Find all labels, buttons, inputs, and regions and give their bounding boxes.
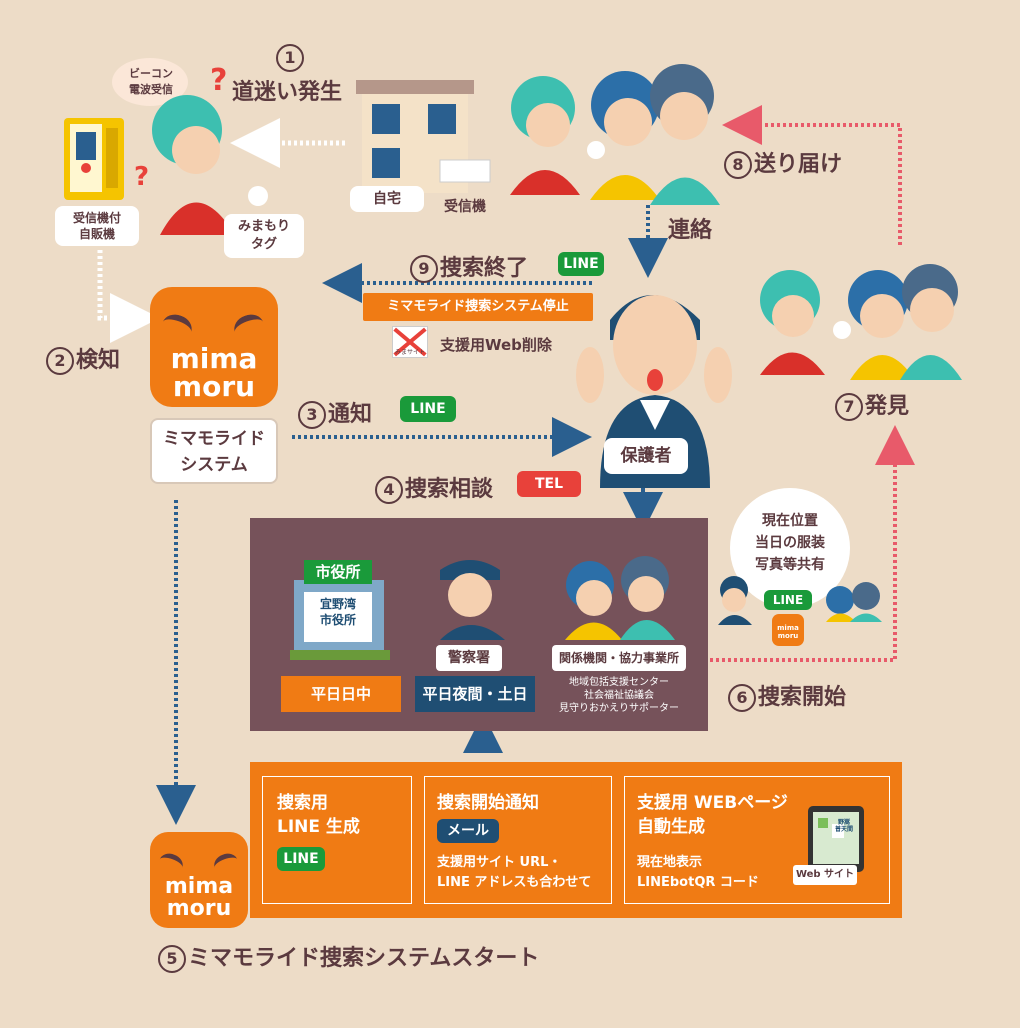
lost-grandma-illustration: ? ? bbox=[134, 63, 268, 235]
step-7-number: 7 bbox=[835, 393, 863, 421]
beacon-label: ビーコン 電波受信 bbox=[129, 67, 173, 96]
panel-col-mail: 捜索開始通知 メール 支援用サイト URL・ LINE アドレスも合わせて bbox=[424, 776, 612, 904]
share-text: 現在位置 当日の服装 写真等共有 bbox=[755, 513, 825, 573]
logo-text-top: mima bbox=[170, 342, 258, 375]
mail-badge: メール bbox=[437, 819, 499, 843]
web-delete-icon-text: みまサイト bbox=[395, 349, 426, 356]
step-4-number: 4 bbox=[375, 476, 403, 504]
mini-logo: mima moru bbox=[772, 614, 804, 646]
svg-text:?: ? bbox=[210, 63, 227, 98]
step-4-label: 捜索相談 bbox=[405, 477, 494, 502]
vending-machine-illustration bbox=[64, 118, 124, 200]
tel-badge: TEL bbox=[517, 471, 581, 497]
step-6-number: 6 bbox=[728, 684, 756, 712]
receiver-label: 受信機 bbox=[444, 199, 486, 215]
police-label: 警察署 bbox=[436, 645, 502, 671]
logo-small-eyebrow-left bbox=[156, 850, 186, 877]
step-2-label: 検知 bbox=[76, 348, 121, 373]
home-label: 自宅 bbox=[350, 186, 424, 212]
arrow-deliver bbox=[722, 105, 902, 245]
tablet-map-text: 野嵩 普天間 bbox=[834, 819, 853, 833]
system-start-panel bbox=[250, 762, 902, 918]
step-9-number: 9 bbox=[410, 255, 438, 283]
panel-col-web: 支援用 WEBページ 自動生成 現在地表示 LINEbotQR コード 野嵩 普… bbox=[624, 776, 890, 904]
logo-small-text-top: mima bbox=[164, 874, 234, 899]
web-delete-label: 支援用Web削除 bbox=[440, 336, 552, 354]
arrow-vending-to-system bbox=[97, 250, 160, 343]
step-7-label: 発見 bbox=[865, 394, 910, 419]
panel-col-mail-title: 捜索開始通知 bbox=[437, 793, 539, 813]
step-2-number: 2 bbox=[46, 347, 74, 375]
share-bubble bbox=[730, 488, 850, 608]
city-hall-sign: 市役所 bbox=[315, 563, 361, 581]
police-officer-illustration bbox=[440, 560, 505, 640]
share-people-illustration bbox=[718, 576, 882, 625]
step-5-label: ミマモライド捜索システムスタート bbox=[188, 946, 540, 971]
line-badge-search-end: LINE bbox=[558, 252, 604, 276]
logo-small-eyebrow-right bbox=[211, 850, 241, 877]
tag-label: みまもり タグ bbox=[224, 214, 304, 258]
step-6-label: 捜索開始 bbox=[758, 685, 847, 710]
logo-text-bottom: moru bbox=[172, 370, 256, 403]
city-hall-name: 宜野湾 市役所 bbox=[319, 597, 356, 627]
step-3-label: 通知 bbox=[328, 402, 373, 427]
house-illustration bbox=[356, 80, 491, 193]
web-delete-icon: みまサイト bbox=[392, 326, 428, 358]
step-8-label: 送り届け bbox=[754, 152, 843, 177]
panel-col-web-title: 支援用 WEBページ 自動生成 bbox=[637, 793, 788, 837]
city-hall-time: 平日日中 bbox=[281, 676, 401, 712]
panel-col-web-text: 現在地表示 LINEbotQR コード bbox=[637, 855, 759, 890]
step-1-number: 1 bbox=[276, 44, 304, 72]
system-label: ミマモライド システム bbox=[150, 418, 278, 484]
family-top-illustration bbox=[510, 64, 720, 205]
step-1-label: 道迷い発生 bbox=[232, 80, 343, 105]
logo-small-text-bottom: moru bbox=[166, 896, 232, 921]
logo-eyebrow-left bbox=[158, 310, 196, 344]
system-stop-banner: ミマモライド捜索システム停止 bbox=[363, 293, 593, 321]
line-badge-notify: LINE bbox=[400, 396, 456, 422]
step-5-number: 5 bbox=[158, 945, 186, 973]
logo-eyebrow-right bbox=[230, 310, 268, 344]
related-list: 地域包括支援センター 社会福祉協議会 見守りおかえりサポーター bbox=[559, 677, 679, 714]
line-badge-share: LINE bbox=[764, 590, 812, 610]
beacon-bubble bbox=[112, 58, 188, 106]
mimamoru-logo-small: mima moru bbox=[150, 832, 248, 928]
step-3-number: 3 bbox=[298, 401, 326, 429]
arrow-search-start bbox=[710, 425, 915, 662]
line-badge-panel: LINE bbox=[277, 847, 325, 871]
vending-label: 受信機付 自販機 bbox=[55, 206, 139, 246]
related-label: 関係機関・協力事業所 bbox=[552, 645, 686, 671]
family-found-illustration bbox=[760, 264, 962, 380]
panel-col-line-title: 捜索用 LINE 生成 bbox=[277, 793, 360, 837]
step-9-label: 捜索終了 bbox=[440, 256, 529, 281]
step-1: 1 道迷い発生 bbox=[232, 44, 343, 106]
guardian-label: 保護者 bbox=[604, 438, 688, 474]
helpers-illustration bbox=[565, 556, 675, 640]
police-time: 平日夜間・土日 bbox=[415, 676, 535, 712]
web-site-label: Web サイト bbox=[793, 865, 857, 885]
step-8-number: 8 bbox=[724, 151, 752, 179]
city-hall-illustration bbox=[290, 560, 390, 660]
contact-label: 連絡 bbox=[668, 218, 713, 243]
panel-col-line: 捜索用 LINE 生成 LINE bbox=[262, 776, 412, 904]
tablet-illustration bbox=[808, 806, 864, 872]
svg-text:?: ? bbox=[134, 162, 149, 192]
mimamoru-logo: mima moru bbox=[150, 287, 278, 407]
panel-col-mail-text: 支援用サイト URL・ LINE アドレスも合わせて bbox=[437, 855, 592, 890]
